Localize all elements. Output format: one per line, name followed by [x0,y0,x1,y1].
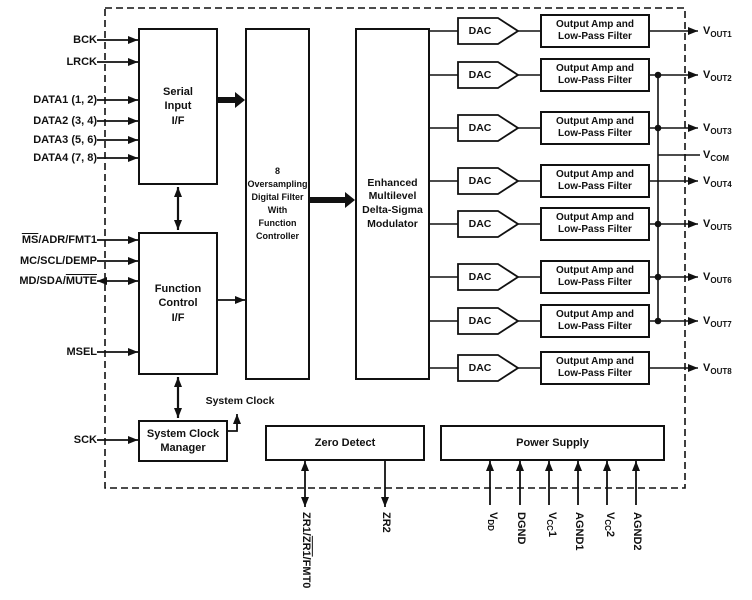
pin-label-data1: DATA1 (1, 2) [33,94,97,106]
pin-label-sck: SCK [73,434,97,446]
block-output-amp-2: Output Amp and Low-Pass Filter [540,58,650,92]
block-system-clock-manager: System Clock Manager [138,420,228,462]
block-zero-detect: Zero Detect [265,425,425,461]
pin-label-data3: DATA3 (5, 6) [33,134,97,146]
block-power-supply: Power Supply [440,425,665,461]
block-delta-sigma-modulator: Enhanced Multilevel Delta-Sigma Modulato… [355,28,430,380]
block-output-amp-4: Output Amp and Low-Pass Filter [540,164,650,198]
dac-rows-lines [430,17,698,382]
system-clock-label: System Clock [205,395,275,407]
dac-shape [457,354,520,382]
pin-label-vout8: VOUT8 [703,362,732,377]
pin-label-dgnd: DGND [515,512,527,545]
pin-label-data4: DATA4 (7, 8) [33,152,97,164]
dac-shape [457,167,520,195]
block-dac-8: DAC [468,362,492,374]
pin-label-md-sda-mute: MD/SDA/MUTE [19,273,97,289]
junction-dot [654,273,662,281]
pin-label-agnd2: AGND2 [631,512,643,551]
block-dac-6: DAC [468,271,492,283]
pin-label-data2: DATA2 (3, 4) [33,115,97,127]
block-dac-2: DAC [468,69,492,81]
internal-arrows [174,92,355,432]
mute-overline: MUTE [65,275,97,287]
block-dac-1: DAC [468,25,492,37]
block-function-control-if: Function Control I/F [138,232,218,375]
ms-rest: /ADR/FMT1 [38,234,97,246]
pin-label-vout2: VOUT2 [703,69,732,84]
dac-shape [457,114,520,142]
block-dac-5: DAC [468,218,492,230]
pin-label-zr1-fmt0: ZR1/ZR1/FMT0 [300,512,312,589]
junction-dot [654,71,662,79]
pin-label-lrck: LRCK [66,56,97,68]
dac-shape [457,17,520,45]
pin-label-ms-adr-fmt1: MS/ADR/FMT1 [22,232,97,248]
dac-shape [457,61,520,89]
pin-label-vout6: VOUT6 [703,271,732,286]
pin-label-vout4: VOUT4 [703,175,732,190]
pin-label-vout1: VOUT1 [703,25,732,40]
block-output-amp-3: Output Amp and Low-Pass Filter [540,111,650,145]
md-prefix: MD/SDA/ [19,275,66,287]
block-dac-7: DAC [468,315,492,327]
system-clock-arrow [228,414,241,432]
junction-dot [654,317,662,325]
block-digital-filter: 8 Oversampling Digital Filter With Funct… [245,28,310,380]
serial-to-filter-arrowhead [235,92,245,108]
pin-label-vcc1: VCC1 [545,512,559,538]
pin-label-agnd1: AGND1 [573,512,585,551]
pin-label-vdd: VDD [486,512,500,531]
junction-dot [654,124,662,132]
dac-shape [457,307,520,335]
pin-label-bck: BCK [73,34,97,46]
vcom-net [654,71,700,325]
block-output-amp-8: Output Amp and Low-Pass Filter [540,351,650,385]
block-serial-input-if: Serial Input I/F [138,28,218,185]
block-dac-3: DAC [468,122,492,134]
dac-shape [457,263,520,291]
pin-label-msel: MSEL [66,346,97,358]
block-dac-4: DAC [468,175,492,187]
pin-label-vout5: VOUT5 [703,218,732,233]
left-input-lines [97,36,138,444]
pin-label-vcc2: VCC2 [603,512,617,538]
junction-dot [654,220,662,228]
pin-label-vcom: VCOM [703,149,730,164]
ms-overline: MS [21,234,39,246]
dac-shape [457,210,520,238]
pin-label-vout7: VOUT7 [703,315,732,330]
filter-to-modulator-arrowhead [345,192,355,208]
block-output-amp-7: Output Amp and Low-Pass Filter [540,304,650,338]
pin-label-mc-scl-demp: MC/SCL/DEMP [20,255,97,267]
block-output-amp-5: Output Amp and Low-Pass Filter [540,207,650,241]
pin-label-vout3: VOUT3 [703,122,732,137]
block-output-amp-6: Output Amp and Low-Pass Filter [540,260,650,294]
chip-boundary [104,7,686,489]
block-output-amp-1: Output Amp and Low-Pass Filter [540,14,650,48]
bottom-pin-lines [301,461,640,507]
pin-label-zr2: ZR2 [380,512,392,533]
